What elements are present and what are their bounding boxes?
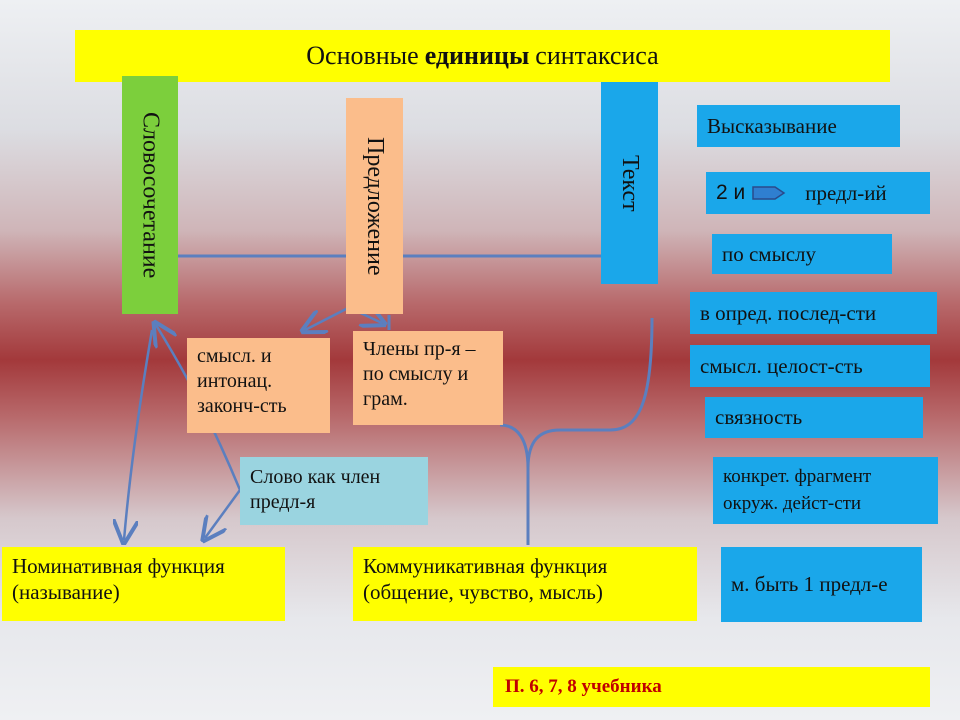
- nominative-function-box: Номинативная функция (называние): [2, 547, 285, 621]
- diagram-title: Основные единицы синтаксиса: [75, 30, 890, 82]
- text-feature-meaning-label: по смыслу: [722, 241, 817, 266]
- sentence-members-text: Члены пр-я – по смыслу и грам.: [363, 338, 476, 410]
- text-feature-one-sentence: м. быть 1 предл-е: [721, 547, 922, 622]
- nominative-function-text: Номинативная функция (называние): [12, 554, 225, 605]
- text-feature-sequence-label: в опред. послед-сти: [700, 300, 877, 325]
- text-feature-one-sentence-label: м. быть 1 предл-е: [731, 572, 888, 597]
- textbook-reference: П. 6, 7, 8 учебника: [493, 667, 930, 707]
- phrase-feature-text: Слово как член предл-я: [250, 466, 381, 513]
- text-feature-utterance-label: Высказывание: [707, 113, 837, 138]
- communicative-function-box: Коммуникативная функция (общение, чувств…: [353, 547, 697, 621]
- text-feature-sentences-label: предл-ий: [805, 180, 887, 205]
- unit-phrase-label: Словосочетание: [137, 111, 164, 279]
- text-feature-sequence: в опред. послед-сти: [690, 292, 937, 334]
- text-feature-coherence-label: связность: [715, 405, 803, 429]
- text-feature-utterance: Высказывание: [697, 105, 900, 147]
- unit-sentence-label: Предложение: [362, 136, 388, 276]
- title-bold: единицы: [424, 41, 530, 70]
- unit-text-label: Текст: [617, 154, 643, 212]
- title-suffix: синтаксиса: [535, 41, 659, 70]
- text-feature-meaning: по смыслу: [712, 234, 892, 274]
- arrow-to-nominative: [124, 329, 154, 540]
- sentence-members-box: Члены пр-я – по смыслу и грам.: [353, 331, 503, 425]
- arrow-right-icon: [752, 186, 786, 200]
- text-feature-integrity-label: смысл. целост-сть: [700, 353, 863, 378]
- text-feature-integrity: смысл. целост-сть: [690, 345, 930, 387]
- text-feature-fragment-label: конкрет. фрагмент окруж. дейст-сти: [723, 465, 872, 514]
- text-feature-coherence: связность: [705, 397, 923, 438]
- communicative-function-text: Коммуникативная функция (общение, чувств…: [363, 554, 608, 605]
- brace-to-communicative: [499, 317, 654, 545]
- text-feature-fragment: конкрет. фрагмент окруж. дейст-сти: [713, 457, 938, 524]
- unit-sentence-box: Предложение: [346, 98, 403, 314]
- sentence-completeness-text: смысл. и интонац. законч-сть: [197, 345, 287, 417]
- unit-text-box: Текст: [601, 82, 658, 284]
- textbook-reference-text: П. 6, 7, 8 учебника: [505, 676, 662, 697]
- text-feature-two-label: 2 и: [716, 181, 746, 204]
- phrase-feature-box: Слово как член предл-я: [240, 457, 428, 525]
- unit-phrase-box: Словосочетание: [122, 76, 178, 314]
- arrow-word-to-nominative: [205, 489, 242, 538]
- text-feature-two-or-more: 2 и предл-ий: [706, 172, 930, 214]
- arrow-to-completeness: [305, 305, 351, 330]
- title-prefix: Основные: [306, 41, 419, 70]
- sentence-completeness-box: смысл. и интонац. законч-сть: [187, 338, 330, 433]
